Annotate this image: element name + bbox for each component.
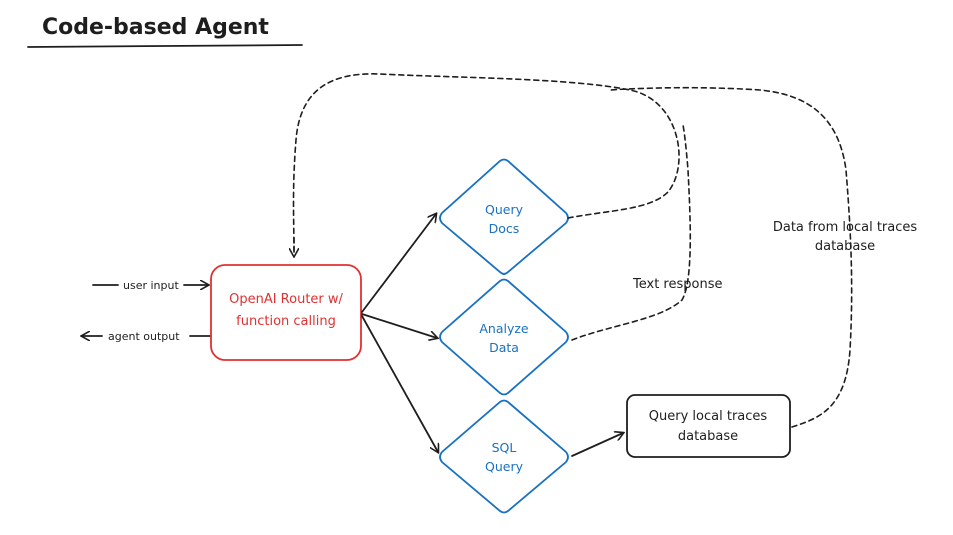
sql-query-line2: Query [485,459,524,474]
return-path-analyze-data [571,124,692,341]
sql-query-line1: SQL [492,440,517,455]
router-label-line2: function calling [236,314,336,329]
database-label-line2: database [678,429,738,444]
title-underline [27,44,303,48]
query-docs-line1: Query [485,202,524,217]
arrow-router-to-analyze-data [361,313,437,338]
database-box [626,394,791,458]
router-label-line1: OpenAI Router w/ [229,292,343,307]
user-input-label: user input [123,279,179,292]
sql-query-node [439,399,569,514]
arrow-sql-to-database [571,433,623,457]
database-label-line1: Query local traces [649,409,768,424]
data-from-db-label-line1: Data from local traces [773,220,918,235]
analyze-data-node [439,278,569,396]
router-box [210,264,362,361]
query-docs-node [439,158,569,275]
data-from-db-label-line2: database [815,239,875,254]
return-path-database [609,86,853,428]
query-docs-line2: Docs [489,221,520,236]
analyze-data-line1: Analyze [479,321,529,336]
arrow-router-to-query-docs [361,214,436,313]
analyze-data-line2: Data [489,340,519,355]
return-path-query-docs [292,73,680,253]
agent-output-label: agent output [108,330,180,343]
arrow-router-to-sql-query [361,315,438,452]
text-response-label: Text response [632,277,722,292]
diagram-title: Code-based Agent [42,15,269,40]
